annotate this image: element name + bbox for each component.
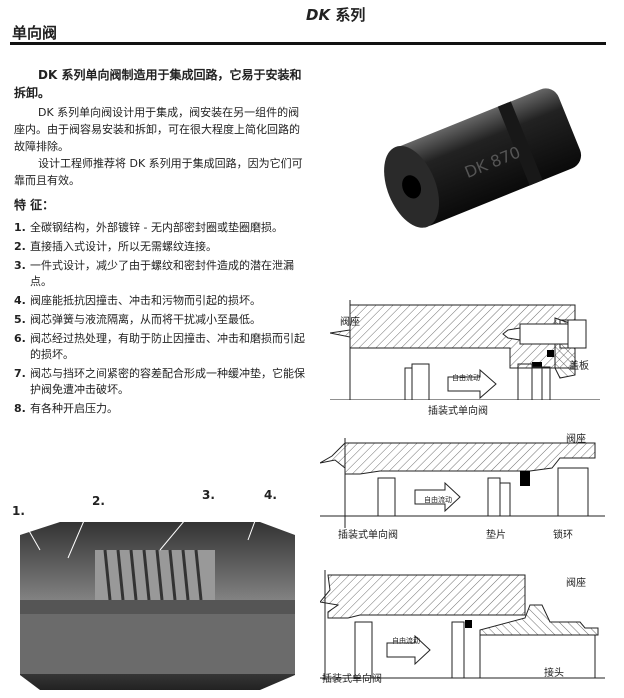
label-cover-plate: 盖板 <box>569 361 589 372</box>
list-item: 5. 阀芯弹簧与液流隔离，从而将干扰减小至最低。 <box>14 312 306 328</box>
features-list: 1. 全碳钢结构，外部镀锌 - 无内部密封圈或垫圈磨损。 2. 直接插入式设计，所以… <box>14 220 306 420</box>
features-heading: 特 征： <box>14 198 55 212</box>
diagram-lock-ring <box>320 438 605 528</box>
page-title: 单向阀 <box>12 24 58 42</box>
list-item: 1. 全碳钢结构，外部镀锌 - 无内部密封圈或垫圈磨损。 <box>14 220 306 236</box>
label-lock-ring: 锁环 <box>553 530 573 541</box>
label-cartridge-valve: 插装式单向阀 <box>338 530 398 541</box>
series-suffix: 系列 <box>335 6 366 24</box>
intro-lead: DK 系列单向阀制造用于集成回路，它易于安装和拆卸。 <box>14 68 302 100</box>
intro-paragraph: DK 系列单向阀设计用于集成，阀安装在另一组件的阀座内。由于阀容易安装和拆卸，可… <box>14 106 300 153</box>
item-text: 阀座能抵抗因撞击、冲击和污物而引起的损坏。 <box>30 294 261 307</box>
cutaway-photo <box>19 501 295 690</box>
label-free-flow: 自由流动 <box>392 637 420 645</box>
list-item: 7. 阀芯与挡环之间紧密的容差配合形成一种缓冲垫，它能保护阀免遭冲击破坏。 <box>14 366 306 398</box>
item-text: 有各种开启压力。 <box>30 402 118 415</box>
item-number: 3. <box>14 259 26 272</box>
list-item: 2. 直接插入式设计，所以无需螺纹连接。 <box>14 239 306 255</box>
callout-4: 4. <box>264 488 277 502</box>
item-text: 全碳钢结构，外部镀锌 - 无内部密封圈或垫圈磨损。 <box>30 221 283 234</box>
title-rule <box>10 42 606 45</box>
label-cartridge-valve: 插装式单向阀 <box>322 674 382 685</box>
label-cartridge-valve: 插装式单向阀 <box>428 406 488 417</box>
item-number: 7. <box>14 367 26 380</box>
label-free-flow: 自由流动 <box>424 496 452 504</box>
item-number: 2. <box>14 240 26 253</box>
label-free-flow: 自由流动 <box>452 374 480 382</box>
label-seat: 阀座 <box>566 434 586 445</box>
item-number: 4. <box>14 294 26 307</box>
item-text: 一件式设计，减少了由于螺纹和密封件造成的潜在泄漏点。 <box>30 259 294 288</box>
list-item: 8. 有各种开启压力。 <box>14 401 306 417</box>
item-text: 阀芯与挡环之间紧密的容差配合形成一种缓冲垫，它能保护阀免遭冲击破坏。 <box>30 367 305 396</box>
callout-1: 1. <box>12 504 25 518</box>
item-text: 直接插入式设计，所以无需螺纹连接。 <box>30 240 217 253</box>
label-seat: 阀座 <box>340 317 360 328</box>
product-photo: DK 870 <box>384 88 582 228</box>
series-prefix: DK <box>306 6 331 24</box>
list-item: 3. 一件式设计，减少了由于螺纹和密封件造成的潜在泄漏点。 <box>14 258 306 290</box>
series-header: DK 系列 <box>306 4 365 25</box>
diagram-cover-plate <box>330 300 600 400</box>
item-number: 5. <box>14 313 26 326</box>
callout-2: 2. <box>92 494 105 508</box>
list-item: 6. 阀芯经过热处理，有助于防止因撞击、冲击和磨损而引起的损坏。 <box>14 331 306 363</box>
diagram-fitting <box>320 570 605 680</box>
item-text: 阀芯弹簧与液流隔离，从而将干扰减小至最低。 <box>30 313 261 326</box>
callout-3: 3. <box>202 488 215 502</box>
list-item: 4. 阀座能抵抗因撞击、冲击和污物而引起的损坏。 <box>14 293 306 309</box>
intro-paragraph: 设计工程师推荐将 DK 系列用于集成回路，因为它们可靠而且有效。 <box>14 157 303 187</box>
label-shim: 垫片 <box>486 530 506 541</box>
item-number: 6. <box>14 332 26 345</box>
label-seat: 阀座 <box>566 578 586 589</box>
item-number: 8. <box>14 402 26 415</box>
label-fitting: 接头 <box>544 668 564 679</box>
item-number: 1. <box>14 221 26 234</box>
item-text: 阀芯经过热处理，有助于防止因撞击、冲击和磨损而引起的损坏。 <box>30 332 305 361</box>
